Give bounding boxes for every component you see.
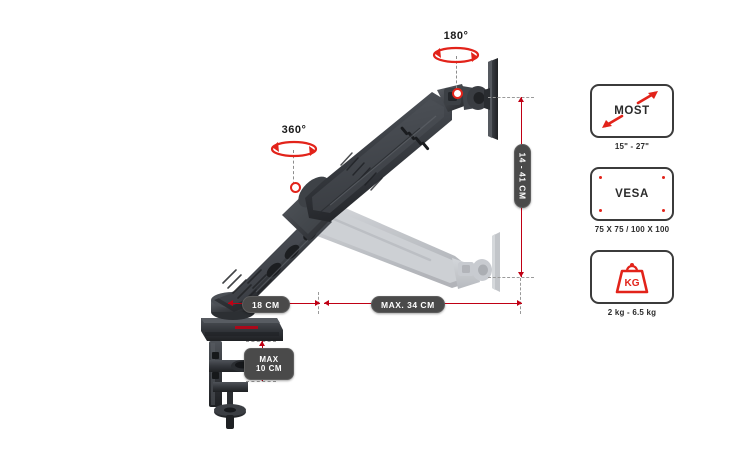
dimension-label-clamp-line2: 10 CM xyxy=(255,364,283,373)
reach-arrow-left xyxy=(324,300,329,306)
clamp-arrow-top xyxy=(259,341,265,346)
dimension-badge-height: 14 - 41 CM xyxy=(514,144,531,208)
rotation-arrow-180-icon xyxy=(432,46,480,64)
height-arrow-top xyxy=(518,97,524,102)
pivot-point-tilt xyxy=(452,88,463,99)
spec-item-screen-size: MOST 15" - 27" xyxy=(578,84,686,151)
height-arrow-bottom xyxy=(518,272,524,277)
spec-caption-weight: 2 kg - 6.5 kg xyxy=(607,308,657,317)
vesa-hole-bottom-right xyxy=(662,209,665,212)
clamp-ext-line-bottom xyxy=(246,381,276,382)
height-ext-line-top xyxy=(488,97,534,98)
dimension-badge-depth: 18 CM xyxy=(242,296,290,313)
dimension-label-height: 14 - 41 CM xyxy=(517,152,528,200)
dimension-label-clamp-line1: MAX xyxy=(259,354,279,364)
dimension-badge-reach: MAX. 34 CM xyxy=(371,296,445,313)
vesa-hole-bottom-left xyxy=(599,209,602,212)
spec-item-weight: KG 2 kg - 6.5 kg xyxy=(578,250,686,317)
spec-caption-screen-size: 15" - 27" xyxy=(614,142,650,151)
monitor-size-icon: MOST xyxy=(590,84,674,138)
tilt-axis-dashed-line xyxy=(456,56,457,98)
depth-arrow-right xyxy=(315,300,320,306)
rotation-label-360: 360° xyxy=(281,124,307,136)
reach-ext-line xyxy=(520,278,521,314)
size-arrow-icon xyxy=(602,91,658,128)
pivot-point-swivel xyxy=(290,182,301,193)
rotation-arrow-360-icon xyxy=(270,140,318,158)
upper-arm xyxy=(305,92,452,222)
spec-card-label-vesa: VESA xyxy=(615,188,649,200)
weight-kg-icon: KG xyxy=(590,250,674,304)
vesa-mounting-plate xyxy=(484,58,498,140)
rotation-annotation-180: 180° xyxy=(421,30,491,66)
rotation-annotation-360: 360° xyxy=(259,124,329,160)
spec-item-vesa: VESA 75 X 75 / 100 X 100 xyxy=(578,167,686,234)
height-ext-line-bottom xyxy=(488,277,534,278)
swivel-axis-dashed-line xyxy=(293,150,294,190)
vesa-hole-top-right xyxy=(662,176,665,179)
spec-caption-vesa: 75 X 75 / 100 X 100 xyxy=(594,225,670,234)
reach-arrow-right xyxy=(517,300,522,306)
rotation-label-180: 180° xyxy=(443,30,469,42)
spec-list: MOST 15" - 27" VESA 75 X 75 / 100 X 100 xyxy=(578,84,686,333)
spec-card-label-screen-size: MOST xyxy=(614,105,650,117)
svg-text:KG: KG xyxy=(625,278,640,289)
weight-shape-icon: KG xyxy=(615,263,649,294)
depth-arrow-left xyxy=(228,300,233,306)
vesa-hole-top-left xyxy=(599,176,602,179)
dimension-badge-clamp: MAX 10 CM xyxy=(244,348,294,380)
vesa-plate-icon: VESA xyxy=(590,167,674,221)
